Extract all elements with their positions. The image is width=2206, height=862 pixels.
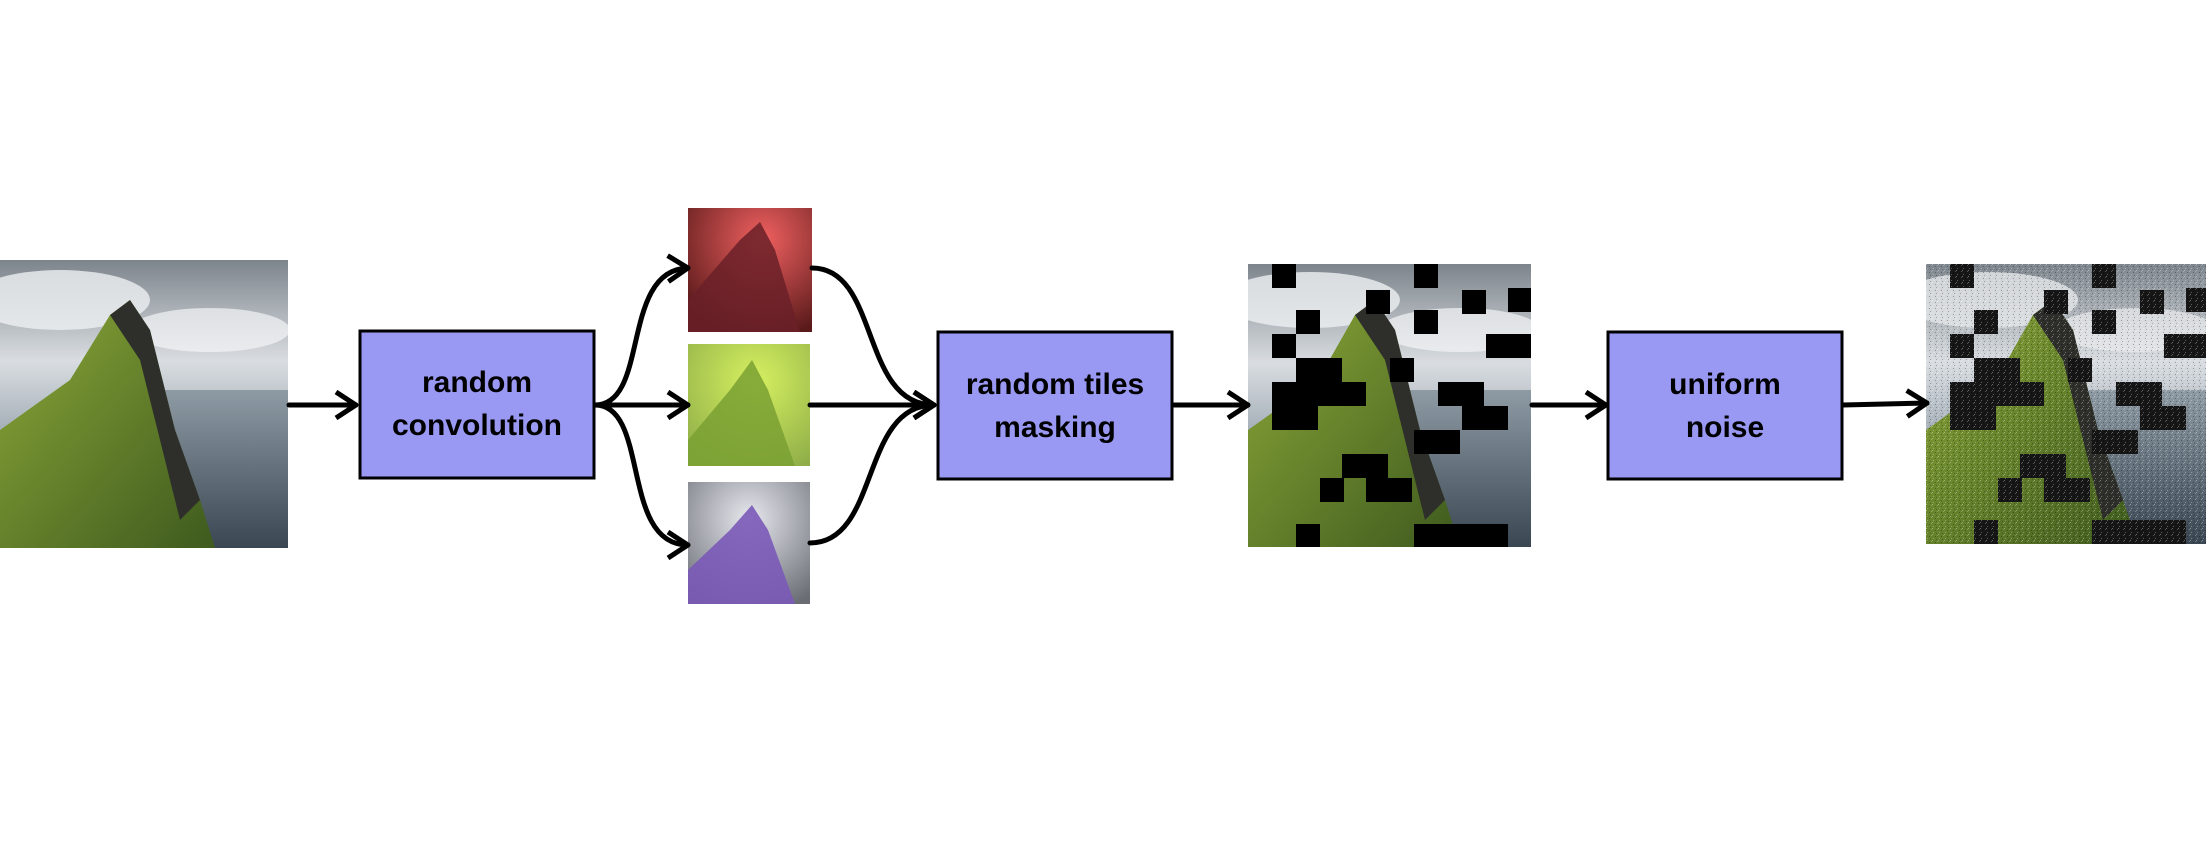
box-random-tiles-masking: random tiles masking (936, 330, 1174, 481)
arrow-conv-to-red (592, 268, 691, 408)
box-uniform-noise: uniform noise (1606, 330, 1844, 481)
masked-image (1248, 264, 1531, 547)
noisy-image (1926, 264, 2206, 544)
conv-output-purple (688, 482, 810, 604)
box-label-line: convolution (392, 409, 562, 442)
conv-output-red (688, 208, 812, 332)
box-label-line: masking (994, 411, 1116, 444)
box-label-line: random tiles (966, 368, 1144, 401)
arrow-purple-to-masking (807, 405, 937, 546)
box-label-line: random (422, 366, 532, 399)
arrow-conv-to-purple (592, 402, 691, 545)
arrows (286, 265, 1930, 546)
arrow-noise-to-output (1840, 403, 1930, 405)
conv-output-green (688, 344, 810, 466)
input-image (0, 260, 288, 548)
box-label-line: noise (1686, 411, 1764, 444)
arrow-red-to-masking (809, 265, 937, 405)
box-random-convolution: random convolution (358, 329, 596, 480)
box-label-line: uniform (1669, 368, 1781, 401)
